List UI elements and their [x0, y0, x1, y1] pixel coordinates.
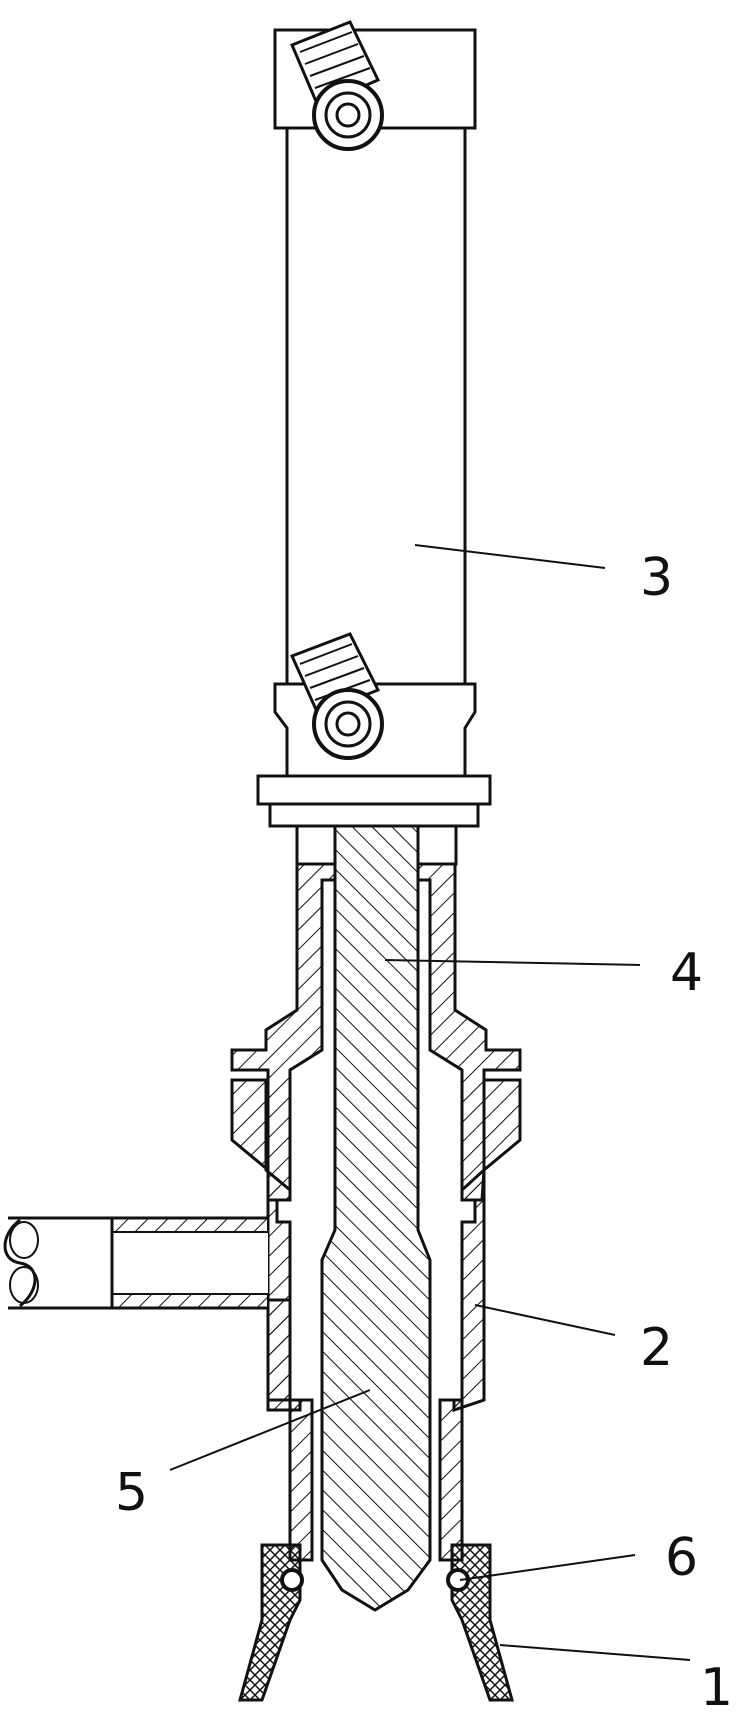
callout-2: 2	[640, 1318, 673, 1378]
callout-6: 6	[665, 1528, 698, 1588]
rod-cap-right	[416, 824, 458, 866]
housing-lower-left	[266, 1298, 292, 1402]
housing-tail-left	[288, 1398, 314, 1562]
callout-4: 4	[670, 943, 703, 1003]
callout-3: 3	[640, 548, 673, 608]
callout-1: 1	[700, 1658, 733, 1718]
o-ring-right	[446, 1568, 470, 1592]
housing-flange-right	[460, 1078, 522, 1202]
mounting-plate	[256, 774, 492, 806]
housing-flange-left	[230, 1078, 292, 1202]
leader-4	[384, 959, 641, 966]
side-inlet-pipe	[3, 1216, 269, 1310]
leader-5	[169, 1389, 371, 1471]
nozzle	[238, 1543, 514, 1702]
top-fitting	[290, 20, 384, 151]
pipe-wall-top	[111, 1217, 269, 1233]
cylinder-body	[285, 126, 467, 686]
plate-collar	[268, 802, 480, 828]
cylinder-assembly	[273, 20, 477, 778]
leader-1	[499, 1644, 691, 1661]
rod-cap-left	[295, 824, 337, 866]
housing-tail-right	[438, 1398, 464, 1562]
housing	[230, 824, 522, 1562]
pipe-wall-bottom	[111, 1293, 269, 1309]
piston-rod	[320, 824, 432, 1612]
leader-6	[459, 1554, 636, 1581]
nozzle-right	[450, 1543, 514, 1702]
o-ring-left	[280, 1568, 304, 1592]
bottom-fitting	[289, 632, 384, 760]
callout-5: 5	[115, 1463, 148, 1523]
leader-2	[474, 1304, 616, 1336]
leader-3	[414, 544, 606, 569]
